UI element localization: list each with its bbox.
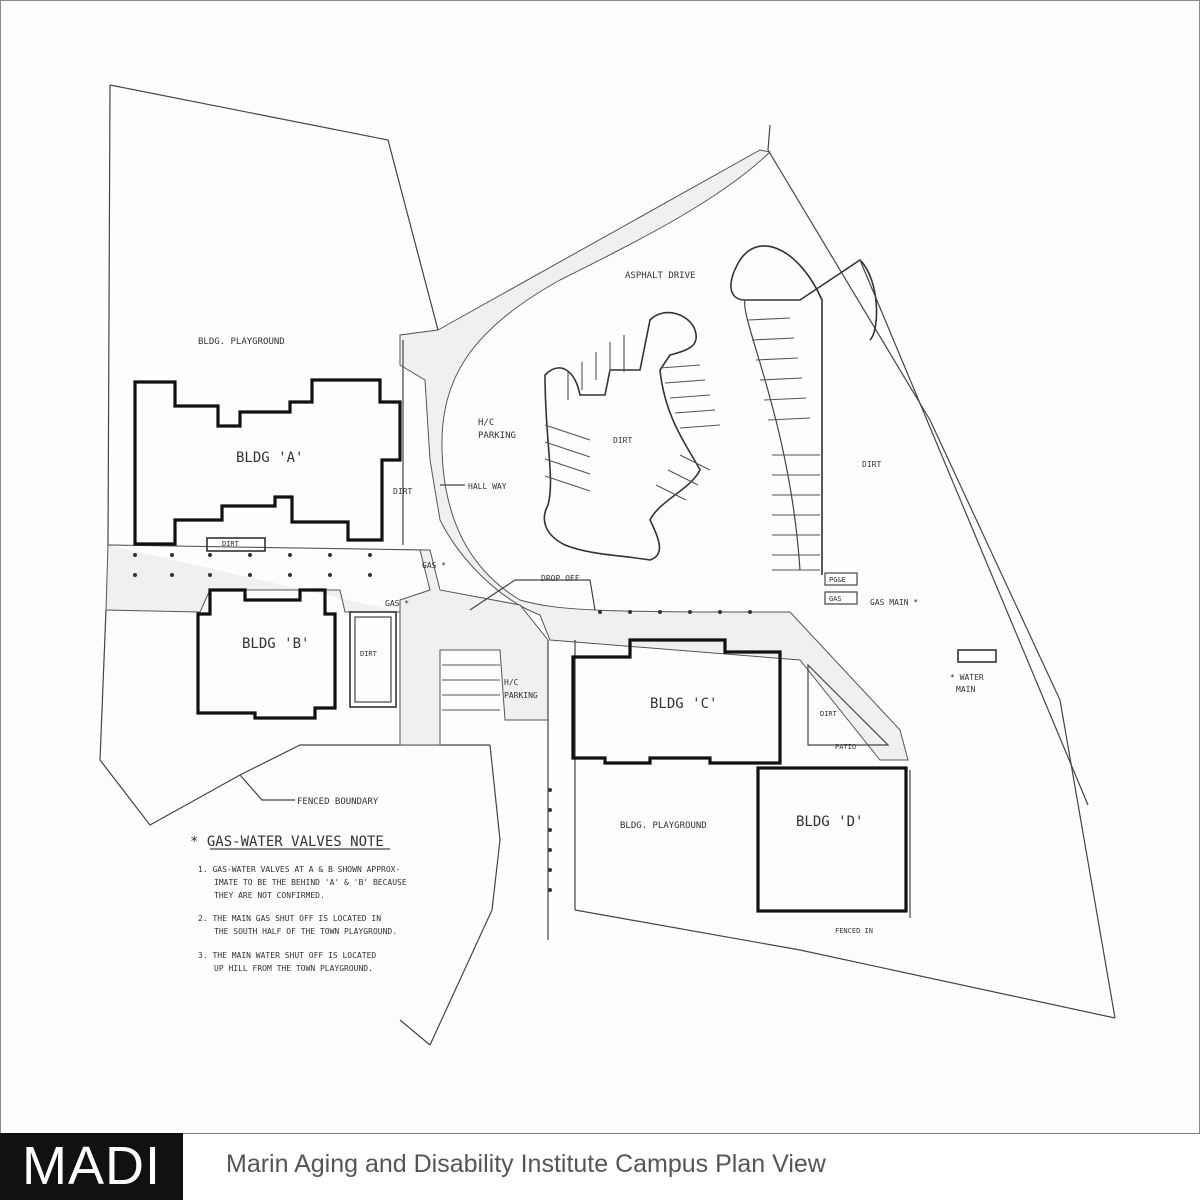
label-gas-marker-1: GAS * [422, 561, 446, 570]
label-handicap-parking-1: H/C [478, 418, 494, 428]
property-line-south [574, 909, 1116, 1019]
label-play-area-north: BLDG. PLAYGROUND [198, 337, 285, 347]
building-c-outline [571, 638, 782, 765]
gas-meter-box-2 [824, 591, 858, 605]
triangle-area [807, 663, 890, 746]
label-triangle-dirt: DIRT [820, 710, 838, 718]
building-a-outline [133, 378, 402, 546]
building-d-outline [756, 766, 908, 913]
note-line-3a: 3. THE MAIN WATER SHUT OFF IS LOCATED [198, 951, 376, 960]
site-plan: BLDG. PLAYGROUND ASPHALT DRIVE H/C PARKI… [99, 84, 1116, 1046]
note-line-1c: THEY ARE NOT CONFIRMED. [214, 891, 325, 900]
label-building-c: BLDG 'C' [650, 696, 717, 712]
label-gas-meter-2: GAS [829, 595, 842, 603]
label-fenced: FENCED BOUNDARY [297, 797, 379, 807]
east-stalls [747, 317, 820, 571]
storage-box-inner [354, 616, 392, 703]
access-driveway [399, 149, 909, 761]
note-line-1a: 1. GAS-WATER VALVES AT A & B SHOWN APPRO… [198, 865, 400, 874]
gas-meter-box-1 [824, 572, 858, 586]
central-island [543, 311, 701, 561]
south-stalls [442, 664, 500, 711]
label-asphalt: ASPHALT DRIVE [625, 271, 695, 281]
island-stalls [544, 335, 721, 501]
leader-fenced [239, 774, 295, 801]
label-a-dirt: DIRT [393, 487, 412, 496]
caption-text: Marin Aging and Disability Institute Cam… [226, 1150, 826, 1178]
property-line-south-road [767, 124, 771, 151]
label-gas-meter-1: PG&E [829, 576, 846, 584]
water-main-box [957, 649, 997, 663]
label-planter: DIRT [222, 540, 240, 548]
plaza-lights [133, 553, 752, 892]
note-title: * GAS-WATER VALVES NOTE [190, 834, 384, 850]
label-east-dirt: DIRT [862, 460, 881, 469]
property-line-east [767, 149, 1116, 1019]
leader-drop-off [469, 579, 596, 611]
property-line-northwest [109, 84, 439, 331]
note-line-1b: IMATE TO BE THE BEHIND 'A' & 'B' BECAUSE [214, 878, 407, 887]
label-play-area-south: BLDG. PLAYGROUND [620, 821, 707, 831]
label-water-main-2: MAIN [956, 685, 975, 694]
label-walkway-d: PATIO [835, 743, 856, 751]
label-drop-off: DROP OFF [541, 574, 580, 583]
note-line-2a: 2. THE MAIN GAS SHUT OFF IS LOCATED IN [198, 914, 381, 923]
label-building-b: BLDG 'B' [242, 636, 309, 652]
planter [206, 537, 266, 552]
property-line-south-tick [399, 1019, 431, 1046]
label-building-d: BLDG 'D' [796, 814, 863, 830]
property-line-south-center [429, 744, 501, 1046]
caption-bar [0, 1133, 1200, 1201]
madi-logo: MADI [0, 1133, 183, 1200]
label-hall-wall: HALL WAY [468, 482, 507, 491]
storage-box [349, 611, 397, 708]
label-gas-marker-2: GAS * [385, 599, 409, 608]
property-line-west [107, 84, 111, 546]
label-storage: DIRT [360, 650, 378, 658]
label-building-a: BLDG 'A' [236, 450, 303, 466]
east-drive-edge [859, 259, 1089, 806]
note-line-3b: UP HILL FROM THE TOWN PLAYGROUND. [214, 964, 373, 973]
building-b-outline [196, 588, 337, 720]
note-line-2b: THE SOUTH HALF OF THE TOWN PLAYGROUND. [214, 927, 397, 936]
label-gas-main: GAS MAIN * [870, 598, 918, 607]
label-water-main-1: * WATER [950, 673, 984, 682]
label-handicap-parking-2a: H/C [504, 678, 519, 687]
label-island-dirt: DIRT [613, 436, 632, 445]
label-fence-d: FENCED IN [835, 927, 873, 935]
label-handicap-parking-2b: PARKING [504, 691, 538, 700]
label-handicap-parking-1b: PARKING [478, 431, 516, 441]
property-line-southwest [99, 744, 490, 826]
property-line-southwest-2 [99, 609, 107, 761]
